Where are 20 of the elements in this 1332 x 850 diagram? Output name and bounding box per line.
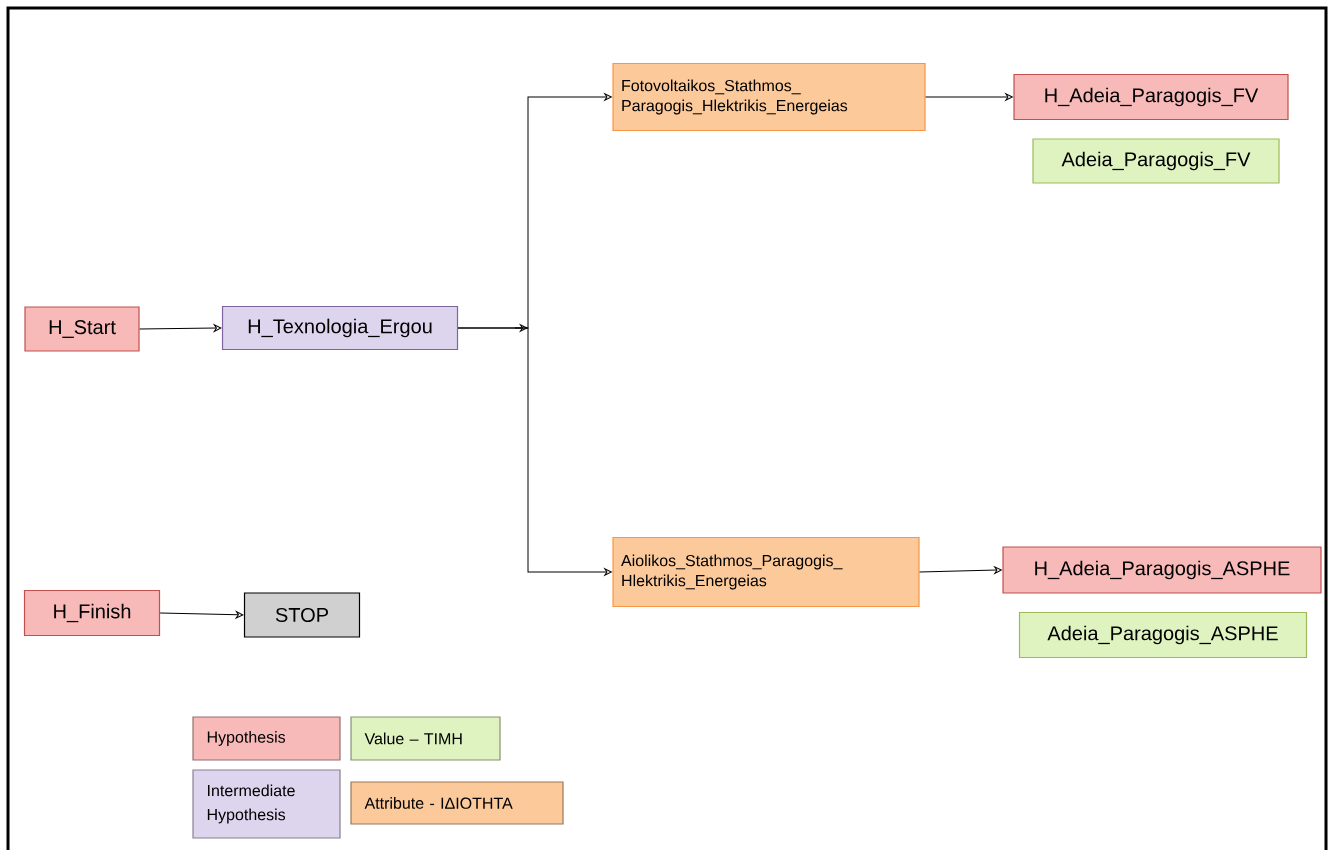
legend-box: Attribute - ΙΔΙΟΤΗΤΑ — [350, 781, 564, 825]
hypothesis-box: H_Adeia_Paragogis_FV — [1013, 73, 1289, 121]
stop-box: STOP — [243, 592, 361, 638]
legend-box: Hypothesis — [192, 716, 341, 761]
value-box: Adeia_Paragogis_FV — [1032, 138, 1280, 184]
attribute-box: Fotovoltaikos_Stathmos_ Paragogis_Hlektrikis_Energeias — [612, 62, 926, 132]
arrow — [925, 93, 1013, 101]
arrow — [919, 566, 1002, 574]
arrow — [139, 324, 222, 332]
hypothesis-box: H_Finish — [23, 589, 161, 637]
intermediate-hypothesis-box: H_Texnologia_Ergou — [221, 305, 459, 351]
arrowhead — [514, 324, 528, 332]
arrow — [159, 611, 244, 619]
value-box: Adeia_Paragogis_ASPHE — [1018, 611, 1308, 659]
legend-box: Value – TIMH — [350, 716, 501, 761]
arrow — [457, 327, 612, 576]
legend-box: Intermediate Hypothesis — [192, 769, 341, 839]
hypothesis-box: H_Adeia_Paragogis_ASPHE — [1002, 546, 1322, 594]
attribute-box: Aiolikos_Stathmos_Paragogis_ Hlektrikis_Energeias — [612, 536, 920, 608]
hypothesis-box: H_Start — [24, 306, 140, 352]
